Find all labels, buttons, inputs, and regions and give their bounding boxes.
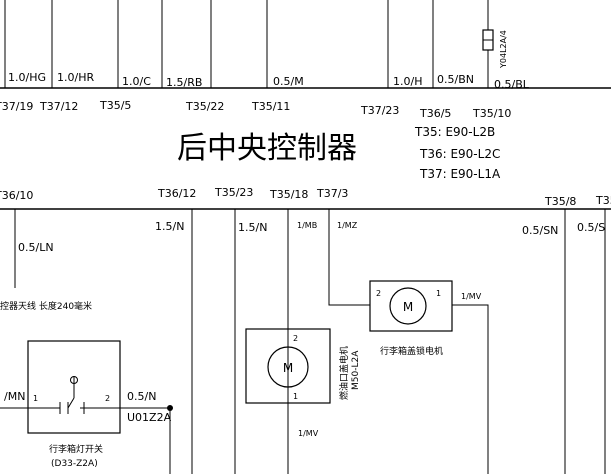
wire-label: U01Z2A [127,411,172,424]
motor-label: 燃油口盖电机 [338,346,350,400]
wire-label: /MN [4,390,25,403]
junction-dot [167,405,173,411]
wire-label: 0.5/S [577,221,605,234]
wire-label: 1.5/N [155,220,184,233]
wire-label: 1/MZ [337,221,358,230]
lower-wires [0,209,606,474]
top-wire-labels: 1.0/HG 1.0/HR 1.0/C 1.5/RB 0.5/M 1.0/H 0… [8,71,530,91]
pin-label: T35/8 [544,195,576,208]
wire-label: 0.5/LN [18,241,54,254]
top-label: 1.5/RB [166,76,202,89]
top-label: 1.0/C [122,75,151,88]
pin-label: T36/12 [157,187,196,200]
motor-symbol: M [403,300,413,314]
motor-symbol: M [283,361,293,375]
motor-pin: 1 [436,289,441,298]
top-label: 1.0/HR [57,71,94,84]
pin-label: T37/12 [39,100,78,113]
upper-pin-labels: T37/19 T37/12 T35/5 T35/22 T35/11 T37/23… [0,99,511,120]
motor-code: M50-L2A [351,350,361,390]
top-label: 1.0/HG [8,71,46,84]
top-label: 1.0/H [393,75,422,88]
wire-label: 0.5/SN [522,224,558,237]
pin-label: T37/3 [316,187,348,200]
motor-pin: 2 [293,334,298,343]
top-label: 0.5/BN [437,73,474,86]
connector-item: T37: E90-L1A [419,167,501,181]
connector-item: T36: E90-L2C [419,147,500,161]
pin-label: T36/5 [419,107,451,120]
lower-pin-labels: T36/10 T36/12 T35/23 T35/18 T37/3 T35/8 … [0,186,611,208]
pin-label: T35/10 [472,107,511,120]
upper-wires [0,0,611,89]
wire-label: 1/MV [461,292,482,301]
switch-label: 行李箱灯开关 [49,443,103,455]
lock-motor-label: 行李箱盖锁电机 [380,345,443,357]
pin-label: T35/11 [251,100,290,113]
pin-label: T35/23 [214,186,253,199]
connector-item: T35: E90-L2B [414,125,495,139]
top-label: 0.5/BL [494,78,530,91]
pin-label: T35/ [595,194,611,207]
switch-pin: 2 [105,394,110,403]
pin-label: T35/5 [99,99,131,112]
wire-label: 1/MV [298,429,319,438]
switch-pin: 1 [33,394,38,403]
motor-pin: 2 [376,289,381,298]
antenna-note: 控器天线 长度240毫米 [0,300,92,312]
pin-label: T35/22 [185,100,224,113]
fuel-door-motor: M 2 1 [245,328,331,404]
wire-label: 0.5/N [127,390,156,403]
fuse-label: Y04L2A/4 [499,30,508,69]
switch-code: (D33-Z2A) [51,459,98,469]
pin-label: T37/23 [360,104,399,117]
trunk-lock-motor: M 2 1 [369,280,453,332]
pin-label: T37/19 [0,100,33,113]
connector-legend: T35: E90-L2B T36: E90-L2C T37: E90-L1A [414,125,501,181]
top-label: 0.5/M [273,75,304,88]
controller-title: 后中央控制器 [177,131,357,166]
trunk-light-switch: 1 2 [27,340,121,434]
wire-label: 1/MB [297,221,317,230]
motor-pin: 1 [293,392,298,401]
wire-label: 1.5/N [238,221,267,234]
pin-label: T35/18 [269,188,308,201]
fuse-symbol [482,29,494,51]
pin-label: T36/10 [0,189,33,202]
lower-wire-labels: 0.5/LN 1.5/N 1.5/N 1/MB 1/MZ 0.5/SN 0.5/… [4,220,605,438]
